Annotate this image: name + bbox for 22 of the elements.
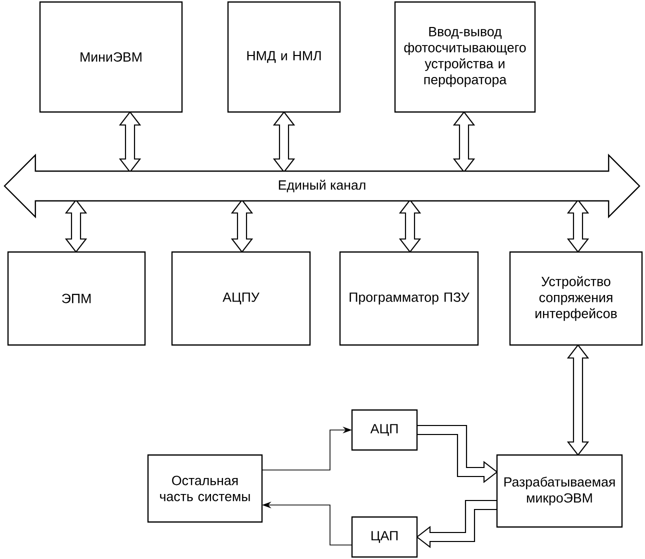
block-box: Остальная часть системы [147, 454, 263, 523]
hollow-arrow [566, 344, 590, 456]
hollow-arrow [118, 111, 142, 173]
block-box: ЦАП [351, 516, 418, 558]
hollow-arrow [566, 199, 590, 253]
hollow-arrow [452, 111, 476, 173]
block-box: АЦПУ [171, 251, 311, 346]
node-label: Единый канал [278, 180, 366, 192]
block-box: Устройство сопряжения интерфейсов [509, 251, 643, 346]
hollow-arrow [416, 424, 498, 484]
block-box: Ввод-вывод фотосчитывающего устройства и перфоратора [394, 1, 536, 113]
block-box: Разрабатываемая микроЭВМ [496, 454, 623, 528]
block-box: МиниЭВМ [39, 1, 183, 113]
block-box: Программатор ПЗУ [339, 251, 479, 346]
hollow-arrow [398, 199, 422, 253]
hollow-arrow [272, 111, 296, 173]
hollow-arrow [230, 199, 254, 253]
hollow-arrow [64, 199, 88, 253]
hollow-arrow [416, 500, 498, 548]
block-box: ЭПМ [7, 251, 146, 346]
block-box: АЦП [351, 409, 418, 451]
block-box: НМД и НМЛ [227, 1, 341, 113]
